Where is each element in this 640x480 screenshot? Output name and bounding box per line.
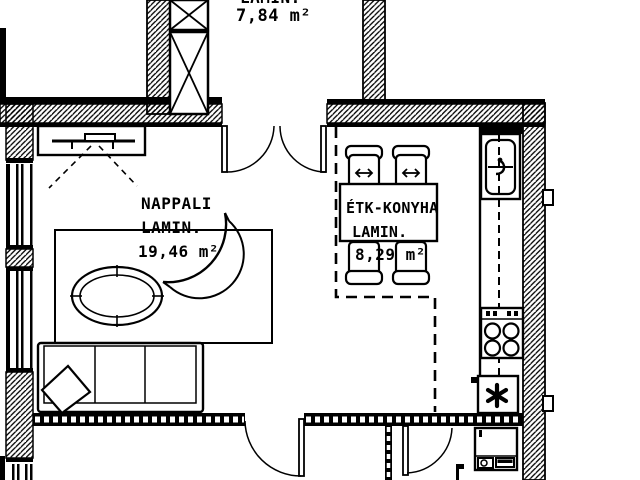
sofa [36, 341, 205, 415]
tv-view-line-left [48, 145, 92, 189]
kitchen-name-label: ÉTK-KONYHA [346, 198, 438, 217]
kitchen-floor-label: LAMIN. [352, 223, 407, 241]
armchair [162, 212, 245, 300]
living-room-name-label: NAPPALI [141, 194, 212, 213]
tv-icon [84, 133, 116, 142]
burner-icon [483, 339, 502, 357]
door-leaf-left [221, 125, 228, 173]
washing-machine [473, 426, 519, 472]
door-swing-left [226, 125, 275, 173]
top-room-floor-label-clipped: LAMIN. [240, 0, 301, 7]
window-bottom-left [0, 456, 33, 480]
living-room-area-label: 19,46 m² [138, 242, 219, 261]
lower-partition-wall [385, 426, 392, 480]
ventilation-shaft [168, 0, 210, 116]
kitchen-sink [479, 132, 522, 201]
asterisk-icon [485, 382, 509, 409]
window-upper [6, 164, 33, 245]
dining-chair-bottom-left [344, 240, 384, 286]
walls [0, 0, 554, 480]
interior-door-lower [402, 425, 453, 476]
dining-chair-top-left [344, 144, 384, 190]
living-room-floor-label: LAMIN. [141, 218, 202, 237]
interior-door-living [244, 418, 305, 477]
left-wall-windows [0, 103, 34, 480]
dining-table [338, 182, 439, 243]
dining-chair-bottom-right [391, 240, 431, 286]
kitchen-area-label: 8,29 m² [355, 245, 426, 264]
washer-door-icon [480, 459, 488, 467]
tv-view-line-right [98, 145, 138, 187]
door-swing-right [279, 125, 327, 173]
bottom-edge-fixture [456, 464, 464, 480]
bottom-partition-wall [33, 413, 523, 426]
window-lower [6, 271, 33, 368]
sink-tap-icon [495, 157, 506, 176]
kitchen-zone-boundary-dashed [334, 127, 437, 412]
wall-tie-upper [542, 189, 554, 206]
entry-double-door [221, 125, 327, 173]
wall-tie-lower [542, 395, 554, 412]
dining-chair-top-right [391, 144, 431, 190]
tv-unit [36, 124, 147, 189]
door-leaf-right [320, 125, 327, 173]
boiler-unit [471, 374, 520, 415]
burner-icon [502, 322, 520, 340]
burner-icon [483, 322, 502, 340]
burner-icon [502, 339, 520, 357]
top-room-area-label: 7,84 m² [236, 6, 311, 26]
stove [479, 306, 525, 360]
pillow [40, 364, 92, 415]
coffee-table-oval [70, 265, 164, 327]
